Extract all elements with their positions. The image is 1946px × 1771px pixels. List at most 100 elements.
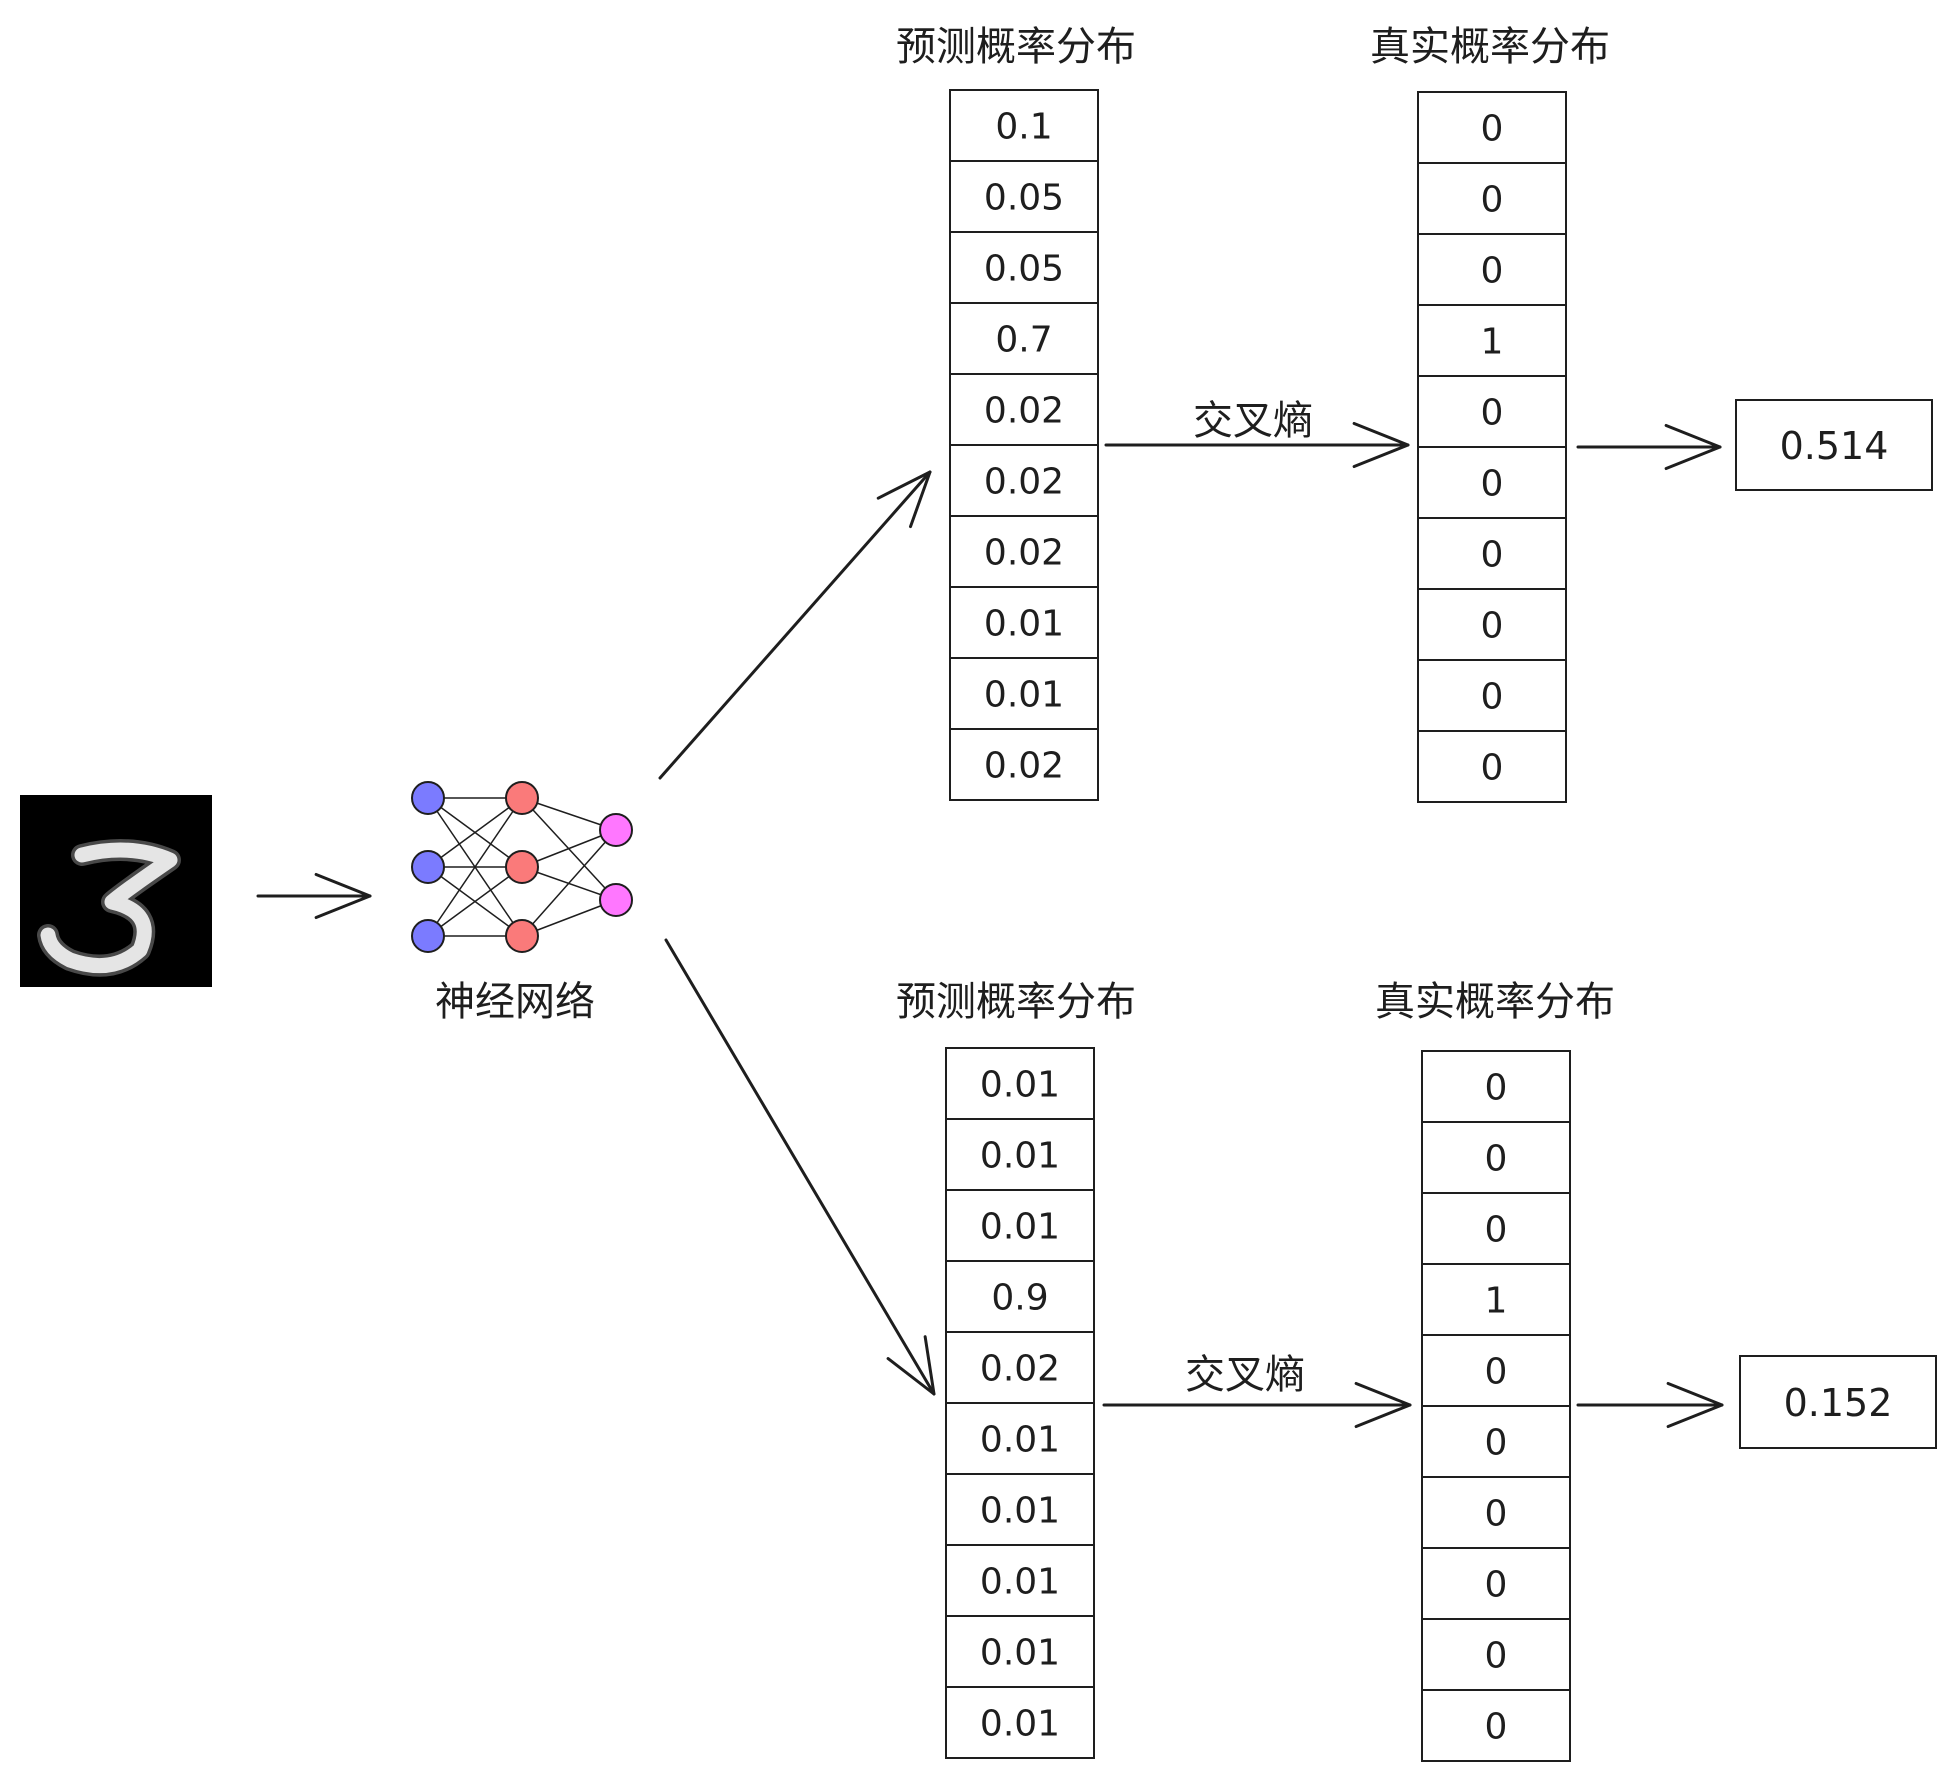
predicted-probability-cell: 0.01: [949, 586, 1099, 659]
true-probability-cell-value: 1: [1481, 322, 1504, 363]
network-to-upper-case-arrow: [658, 470, 932, 780]
true-probability-cell: 0: [1417, 659, 1567, 732]
network-to-lower-case-arrow: [664, 938, 936, 1396]
true-probability-cell-value: 0: [1481, 748, 1504, 789]
true-probability-cell-value: 0: [1481, 393, 1504, 434]
true-probability-cell-value: 0: [1485, 1352, 1508, 1393]
predicted-probability-cell: 0.01: [949, 657, 1099, 730]
predicted-probability-cell-value: 0.02: [984, 533, 1064, 574]
predicted-distribution-title: 预测概率分布: [896, 979, 1136, 1025]
true-probability-cell-value: 0: [1485, 1210, 1508, 1251]
predicted-distribution-title: 预测概率分布: [896, 24, 1136, 70]
true-probability-cell-value: 0: [1481, 180, 1504, 221]
true-probability-cell: 0: [1421, 1334, 1571, 1407]
predicted-probability-cell: 0.05: [949, 160, 1099, 233]
predicted-probability-cell-value: 0.01: [980, 1136, 1060, 1177]
predicted-probability-cell: 0.01: [945, 1189, 1095, 1262]
predicted-distribution-column: 0.01 0.01 0.01 0.9 0.02 0.01 0.01 0.01 0.01 0.01: [945, 1047, 1095, 1759]
predicted-probability-cell-value: 0.01: [980, 1704, 1060, 1745]
hidden-node: [505, 919, 539, 953]
predicted-probability-cell: 0.02: [945, 1331, 1095, 1404]
cross-entropy-label: 交叉熵: [1193, 398, 1313, 444]
true-probability-cell-value: 0: [1481, 251, 1504, 292]
true-probability-cell: 0: [1417, 375, 1567, 448]
predicted-probability-cell-value: 0.01: [980, 1207, 1060, 1248]
true-probability-cell: 0: [1421, 1547, 1571, 1620]
upper-result-arrow: [1576, 423, 1722, 471]
predicted-probability-cell-value: 0.05: [984, 178, 1064, 219]
predicted-probability-cell: 0.02: [949, 728, 1099, 801]
predicted-probability-cell: 0.9: [945, 1260, 1095, 1333]
predicted-probability-cell-value: 0.01: [980, 1562, 1060, 1603]
predicted-probability-cell-value: 0.7: [995, 320, 1052, 361]
predicted-probability-cell: 0.01: [945, 1118, 1095, 1191]
true-probability-cell: 0: [1421, 1618, 1571, 1691]
loss-result-box: 0.514: [1735, 399, 1933, 491]
predicted-probability-cell: 0.02: [949, 373, 1099, 446]
case-upper: 预测概率分布 真实概率分布 交叉熵 0.1 0.05 0.05 0.7 0.02 0.02…: [896, 24, 1933, 803]
predicted-probability-cell: 0.7: [949, 302, 1099, 375]
flow-arrows: [256, 421, 1724, 1429]
true-distribution-column: 0 0 0 1 0 0 0 0 0 0: [1421, 1050, 1571, 1762]
loss-result-value: 0.514: [1780, 424, 1889, 468]
true-probability-cell: 0: [1417, 162, 1567, 235]
predicted-probability-cell: 0.01: [945, 1402, 1095, 1475]
true-probability-cell: 0: [1421, 1689, 1571, 1762]
true-probability-cell-value: 0: [1485, 1423, 1508, 1464]
true-probability-cell-value: 0: [1485, 1636, 1508, 1677]
true-probability-cell: 0: [1417, 233, 1567, 306]
case-lower: 预测概率分布 真实概率分布 交叉熵 0.010.010.010.90.020.0…: [896, 979, 1937, 1762]
loss-result-value: 0.152: [1784, 1381, 1893, 1425]
true-probability-cell: 0: [1417, 446, 1567, 519]
predicted-probability-cell: 0.02: [949, 444, 1099, 517]
true-probability-cell: 0: [1417, 91, 1567, 164]
predicted-probability-cell-value: 0.05: [984, 249, 1064, 290]
true-probability-cell-value: 0: [1485, 1494, 1508, 1535]
true-probability-cell-value: 0: [1485, 1139, 1508, 1180]
predicted-probability-cell: 0.01: [945, 1473, 1095, 1546]
predicted-probability-cell-value: 0.01: [980, 1633, 1060, 1674]
true-probability-cell-value: 0: [1485, 1068, 1508, 1109]
true-probability-cell-value: 0: [1481, 464, 1504, 505]
true-probability-cell: 0: [1421, 1192, 1571, 1265]
true-probability-cell-value: 0: [1485, 1565, 1508, 1606]
predicted-probability-cell-value: 0.01: [980, 1491, 1060, 1532]
true-probability-cell: 0: [1421, 1050, 1571, 1123]
hidden-node: [505, 781, 539, 815]
loss-result-box: 0.152: [1739, 1355, 1937, 1449]
predicted-probability-cell: 0.05: [949, 231, 1099, 304]
predicted-probability-cell: 0.02: [949, 515, 1099, 588]
predicted-probability-cell-value: 0.02: [984, 391, 1064, 432]
true-distribution-title: 真实概率分布: [1370, 24, 1610, 70]
true-probability-cell: 0: [1417, 588, 1567, 661]
true-probability-cell-value: 0: [1481, 606, 1504, 647]
predicted-probability-cell-value: 0.01: [984, 675, 1064, 716]
predicted-probability-cell-value: 0.02: [984, 746, 1064, 787]
lower-cross-entropy-arrow: [1102, 1381, 1412, 1429]
true-probability-cell: 0: [1417, 730, 1567, 803]
true-probability-cell: 0: [1421, 1121, 1571, 1194]
predicted-probability-cell: 0.1: [949, 89, 1099, 162]
true-probability-cell-value: 0: [1485, 1707, 1508, 1748]
predicted-distribution-column: 0.1 0.05 0.05 0.7 0.02 0.02 0.02 0.01 0.01 0.02: [949, 89, 1099, 801]
predicted-probability-cell-value: 0.02: [984, 462, 1064, 503]
predicted-probability-cell-value: 0.01: [984, 604, 1064, 645]
predicted-probability-cell-value: 0.01: [980, 1420, 1060, 1461]
true-probability-cell-value: 0: [1481, 109, 1504, 150]
input-node: [411, 781, 445, 815]
output-node: [599, 883, 633, 917]
predicted-probability-cell-value: 0.9: [991, 1278, 1048, 1319]
predicted-probability-cell: 0.01: [945, 1544, 1095, 1617]
mnist-digit-image: [20, 795, 212, 987]
true-probability-cell-value: 1: [1485, 1281, 1508, 1322]
output-node: [599, 813, 633, 847]
true-probability-cell: 1: [1417, 304, 1567, 377]
cross-entropy-label: 交叉熵: [1185, 1352, 1305, 1398]
hidden-node: [505, 850, 539, 884]
predicted-probability-cell: 0.01: [945, 1047, 1095, 1120]
true-probability-cell-value: 0: [1481, 677, 1504, 718]
neural-network-label: 神经网络: [435, 979, 595, 1025]
